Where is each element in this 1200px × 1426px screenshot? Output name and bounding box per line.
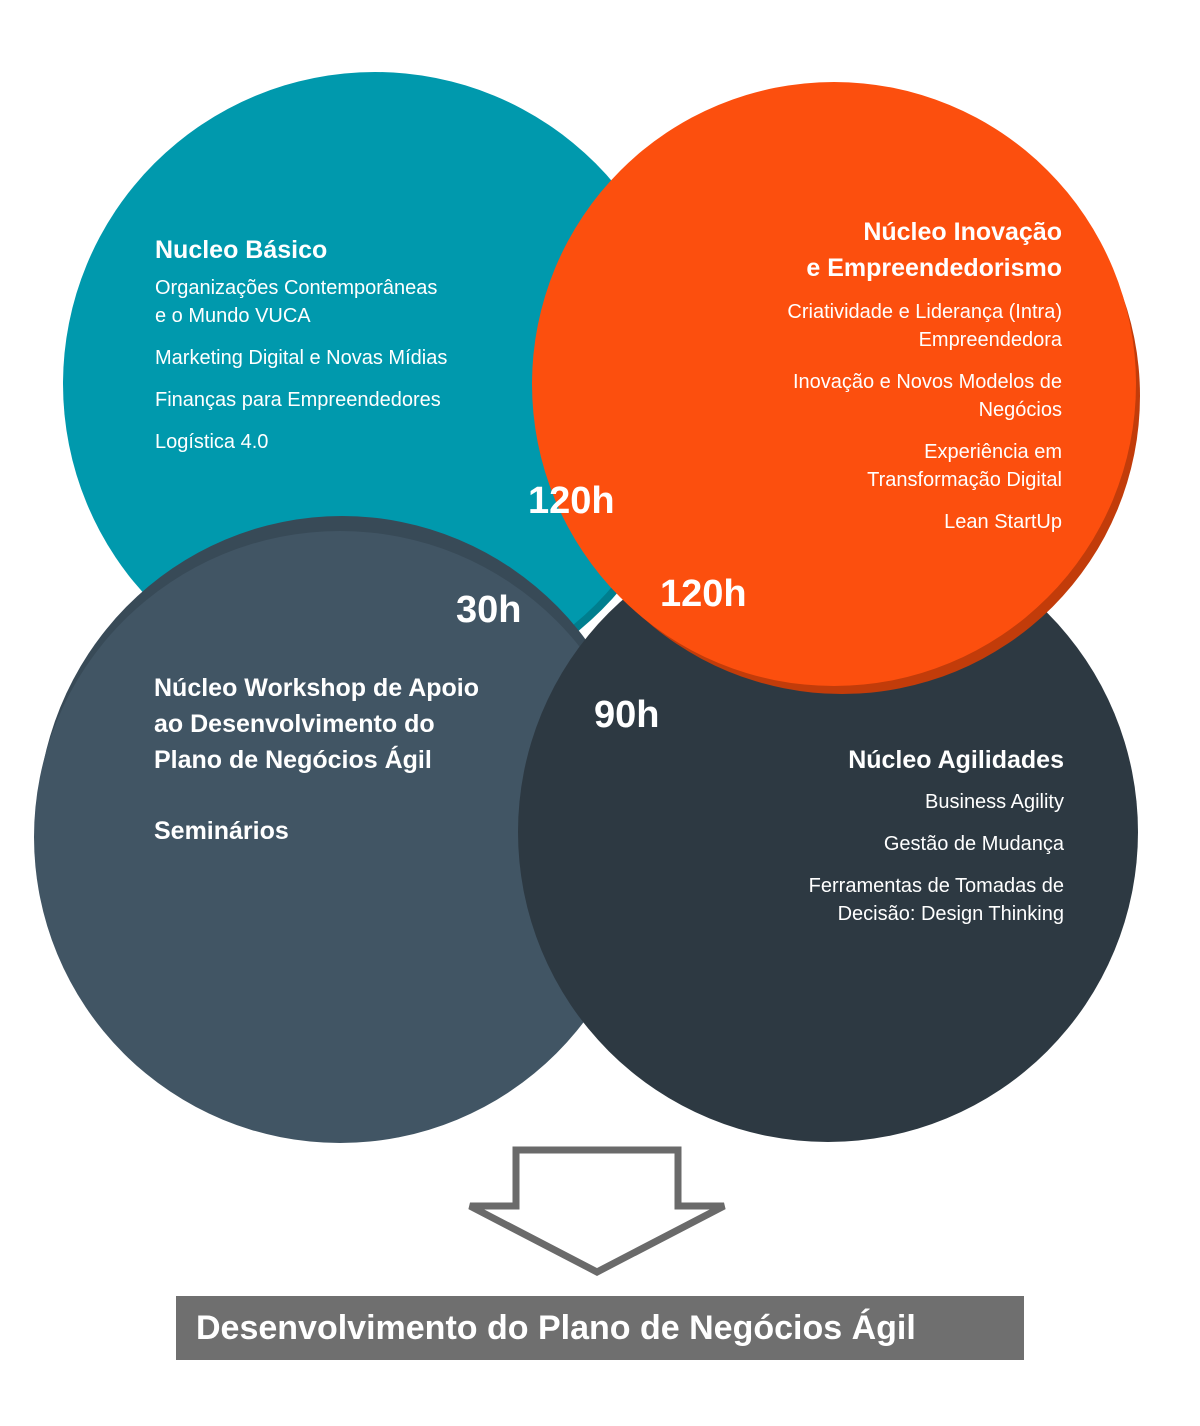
nucleo-agilidades-items: Business Agility Gestão de Mudança Ferra… (700, 788, 1064, 928)
nucleo-inovacao-text: Núcleo Inovação e Empreendedorismo Criat… (700, 214, 1062, 536)
nucleo-workshop-title: Núcleo Workshop de Apoio ao Desenvolvime… (154, 674, 480, 774)
circle-nucleo-workshop (34, 531, 646, 1143)
result-banner: Desenvolvimento do Plano de Negócios Ági… (176, 1296, 1024, 1360)
nucleo-workshop-subtitle: Seminários (154, 817, 289, 845)
nucleo-basico-title: Nucleo Básico (155, 236, 328, 264)
nucleo-agilidades-hours: 90h (594, 694, 660, 736)
nucleo-inovacao-item: Lean StartUp (944, 511, 1062, 533)
nucleo-agilidades-item: Gestão de Mudança (883, 833, 1064, 855)
circle-nucleo-basico (63, 72, 687, 696)
nucleo-inovacao-title: Núcleo Inovação e Empreendedorismo (806, 218, 1062, 282)
nucleo-workshop-hours: 30h (456, 589, 522, 631)
nucleo-basico-text: Nucleo Básico Organizações Contemporânea… (155, 232, 515, 456)
nucleo-inovacao-item: Inovação e Novos Modelos de Negócios (792, 371, 1062, 421)
nucleo-basico-item: Finanças para Empreendedores (155, 389, 441, 411)
nucleo-workshop-text: Núcleo Workshop de Apoio ao Desenvolvime… (154, 670, 534, 849)
down-arrow-icon (468, 1146, 726, 1276)
nucleo-basico-items: Organizações Contemporâneas e o Mundo VU… (155, 274, 515, 456)
nucleo-basico-item: Logística 4.0 (155, 431, 269, 453)
nucleo-inovacao-item: Experiência em Transformação Digital (867, 441, 1062, 491)
nucleo-inovacao-hours: 120h (660, 573, 747, 615)
nucleo-basico-item: Marketing Digital e Novas Mídias (155, 347, 448, 369)
nucleo-agilidades-item: Ferramentas de Tomadas de Decisão: Desig… (808, 875, 1064, 925)
nucleo-agilidades-item: Business Agility (925, 791, 1064, 813)
nucleo-inovacao-items: Criatividade e Liderança (Intra) Empreen… (700, 298, 1062, 536)
nucleo-agilidades-text: Núcleo Agilidades Business Agility Gestã… (700, 742, 1064, 928)
circle-nucleo-inovacao (532, 82, 1136, 686)
result-label: Desenvolvimento do Plano de Negócios Ági… (196, 1309, 916, 1347)
nucleo-agilidades-title: Núcleo Agilidades (848, 746, 1064, 774)
nucleo-inovacao-item: Criatividade e Liderança (Intra) Empreen… (787, 301, 1062, 351)
nucleo-basico-item: Organizações Contemporâneas e o Mundo VU… (155, 277, 438, 327)
nucleo-basico-hours: 120h (528, 480, 615, 522)
circle-nucleo-agilidades (518, 522, 1138, 1142)
